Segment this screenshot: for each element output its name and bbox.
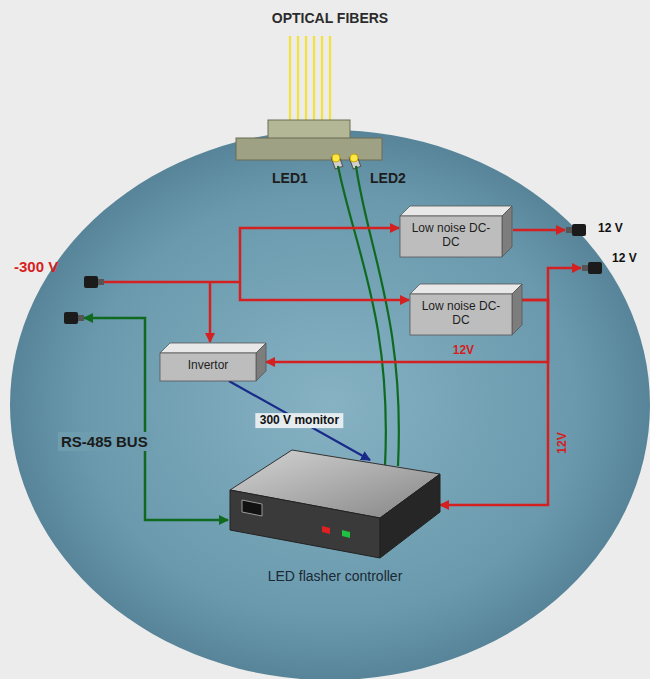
- box-front-face: [400, 216, 502, 257]
- voltage-label: 12 V: [598, 222, 623, 236]
- connector-base: [236, 138, 382, 160]
- port-symbol: [242, 500, 262, 516]
- bus-label: RS-485 BUS: [58, 432, 151, 451]
- plug-symbol: [582, 262, 602, 274]
- box-side-face: [512, 284, 522, 335]
- plug-symbol: [84, 276, 104, 288]
- housing-disc: [10, 130, 650, 679]
- edge-label: 12V: [556, 432, 570, 453]
- edge-label: 300 V monitor: [256, 413, 343, 429]
- controller-device: LED flasher controller: [230, 450, 440, 584]
- led-label: LED1: [272, 170, 308, 186]
- fiber-connector: [268, 120, 350, 140]
- controller-illustration: [230, 450, 440, 562]
- box-front-face: [160, 353, 256, 381]
- box-side-face: [502, 206, 512, 257]
- dcdc-converter-box: Low noise DC-DC: [410, 284, 522, 335]
- plug-symbol: [64, 312, 84, 324]
- box-top-face: [400, 206, 512, 216]
- led-wire: [338, 166, 399, 466]
- indicator-led: [342, 530, 350, 538]
- box-top-face: [410, 284, 522, 294]
- indicator-led: [322, 526, 330, 534]
- device-front-face: [230, 490, 380, 558]
- dcdc-converter-box: Low noise DC-DC: [400, 206, 512, 257]
- device-caption: LED flasher controller: [230, 568, 440, 584]
- box-top-face: [160, 343, 266, 353]
- optical-fibers: [290, 36, 330, 122]
- invertor-box: Invertor: [160, 343, 266, 381]
- connector: [229, 381, 370, 460]
- title-label: OPTICAL FIBERS: [272, 10, 388, 26]
- box-side-face: [256, 343, 266, 381]
- voltage-label: -300 V: [14, 258, 58, 275]
- box-label: Invertor: [164, 358, 252, 372]
- device-side-face: [380, 474, 440, 558]
- plug-symbol: [566, 224, 586, 236]
- voltage-label: 12 V: [612, 252, 637, 266]
- led-label: LED2: [370, 170, 406, 186]
- box-label: Low noise DC-DC: [414, 299, 508, 328]
- edge-label: 12V: [453, 344, 474, 358]
- box-front-face: [410, 294, 512, 335]
- box-label: Low noise DC-DC: [404, 221, 498, 250]
